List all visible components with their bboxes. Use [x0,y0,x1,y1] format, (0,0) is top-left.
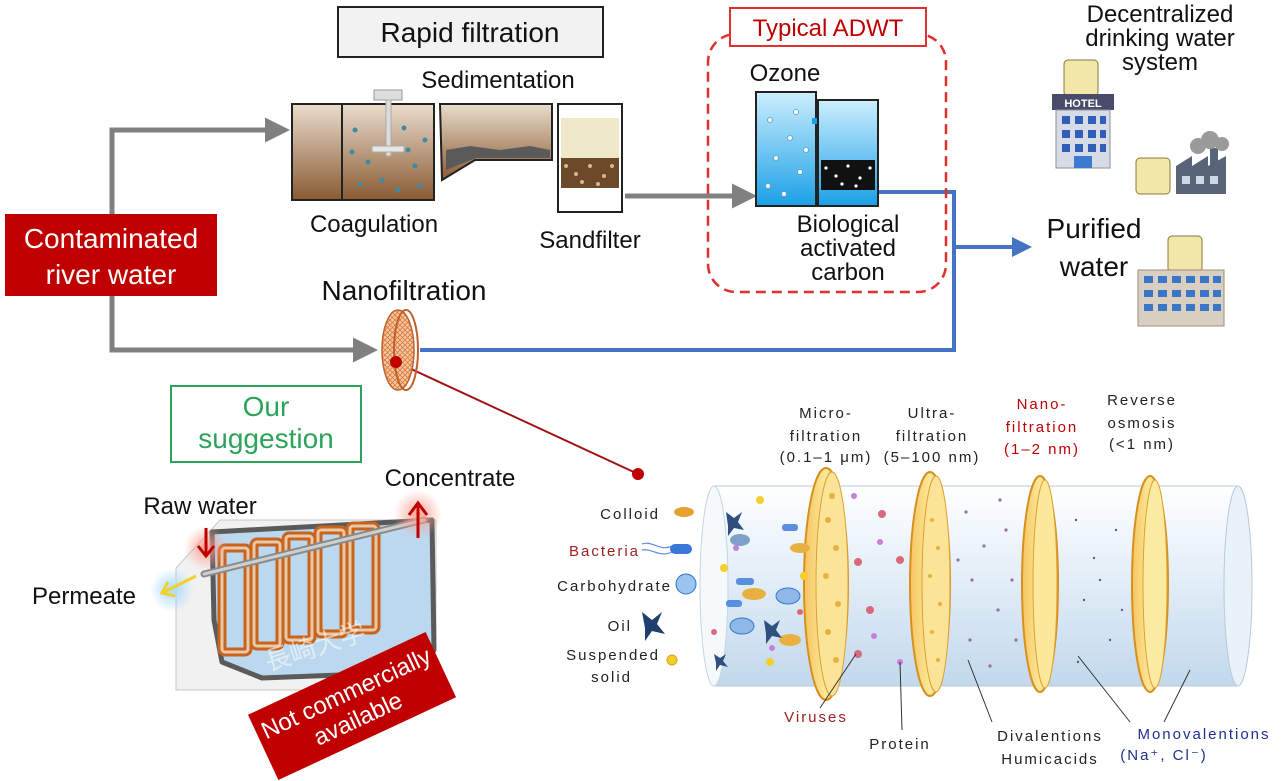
nf-label-line2: filtration [1006,419,1079,436]
oil-icon [642,612,665,641]
bacteria-label: Bacteria [569,543,640,560]
contaminated-label-line2: river water [46,259,177,290]
gray-flow-lower [109,296,378,363]
protein-leader [899,661,903,731]
contaminated-box [5,214,217,296]
nanofiltration-label: Nanofiltration [322,275,487,306]
divalent-label-line2: Humicacids [1001,751,1099,768]
membrane-spectrum: Micro- filtration (0.1–1 μm) Ultra- filt… [557,392,1270,768]
permeate-glow [150,568,194,612]
ro-label-line2: osmosis [1107,415,1176,432]
blue-flow-adwt [872,190,1032,257]
protein-label: Protein [869,736,931,753]
uf-label-line1: Ultra- [908,405,957,422]
mf-label-line1: Micro- [799,405,853,422]
ro-label-line3: (<1 nm) [1109,436,1175,453]
oil-label: Oil [608,618,632,635]
monovalent-label-line1: Monovalentions [1137,726,1270,743]
zoom-callout-line [395,361,639,475]
mf-label-line2: filtration [790,428,863,445]
feed-particles [711,496,810,671]
raw-water-arrow-icon [196,528,216,559]
divalent-leader [967,659,993,723]
suspended-label-line1: Suspended [566,647,660,664]
bac-tank [817,99,879,207]
suggestion-label-line2: suggestion [198,423,333,454]
sedimentation-basin [438,103,553,182]
reverse-osmosis-membrane [1131,475,1169,693]
monovalent-leader-2 [1163,669,1191,723]
purified-label-line1: Purified [1047,213,1142,244]
decentral-label-line3: system [1122,49,1198,76]
concentrate-arrow-icon [407,500,429,538]
hotel-sign: HOTEL [1064,98,1102,110]
purified-label-line2: water [1059,251,1128,282]
post-uf-particles [956,498,1018,668]
post-nf-particles [1074,518,1124,664]
carbohydrate-icon [675,573,697,595]
suggestion-box [170,385,362,463]
adwt-title-box [729,7,927,47]
post-mf-particles [851,493,904,665]
uf-label-line2: filtration [896,428,969,445]
ozone-tank [755,91,817,207]
colloid-icon [674,507,694,517]
uf-label-line3: (5–100 nm) [884,449,981,466]
monovalent-label-line2: (Na⁺, Cl⁻) [1120,747,1208,764]
coagulation-label: Coagulation [310,211,438,238]
viruses-label: Viruses [784,709,848,726]
permeate-label: Permeate [32,583,136,610]
flow-lines [109,117,1032,480]
adwt-dashed-frame [706,32,948,294]
sedimentation-label: Sedimentation [421,67,574,94]
bacteria-icon [641,542,692,555]
hotel-building-icon: HOTEL [1052,59,1114,169]
ozone-label: Ozone [750,60,821,87]
colloid-label: Colloid [600,506,660,523]
ro-label-line1: Reverse [1107,392,1177,409]
carbohydrate-label: Carbohydrate [557,578,672,595]
raw-water-label: Raw water [143,493,256,520]
nf-label-line3: (1–2 nm) [1004,441,1080,458]
zoom-callout-dot [632,468,644,480]
bac-label-line1: Biological [797,211,900,238]
nanofiltration-disc-icon [381,309,419,391]
viruses-leader [819,653,857,709]
sandfilter-tank [557,103,623,213]
gray-flow-upper [109,117,290,214]
suspended-label-line2: solid [591,669,632,686]
coagulation-tanks [291,89,435,201]
rapid-filtration-box [337,6,604,58]
divalent-label-line1: Divalentions [997,728,1103,745]
decentral-label-line1: Decentralized [1087,1,1234,28]
permeate-arrow-icon [159,574,197,598]
membrane-module-illustration: 長崎大学 [175,516,437,691]
nanofiltration-membrane [1021,475,1059,693]
bac-label-line3: carbon [811,259,884,286]
sandfilter-label: Sandfilter [539,227,640,254]
factory-icon [1135,131,1229,195]
contaminated-label-line1: Contaminated [24,223,198,254]
nf-label-line1: Nano- [1017,396,1068,413]
microfiltration-membrane [803,467,849,701]
suspended-icon [666,654,678,666]
decentral-label-line2: drinking water [1085,25,1234,52]
mf-label-line3: (0.1–1 μm) [780,449,873,466]
monovalent-leader-1 [1077,655,1131,723]
blue-flow-nf [420,247,956,352]
apartment-building-icon [1137,235,1225,327]
adwt-title: Typical ADWT [753,15,904,42]
ultrafiltration-membrane [909,471,951,697]
rapid-filtration-label: Rapid filtration [381,17,560,48]
concentrate-label: Concentrate [385,465,516,492]
bac-label-line2: activated [800,235,896,262]
suggestion-label-line1: Our [243,391,290,422]
